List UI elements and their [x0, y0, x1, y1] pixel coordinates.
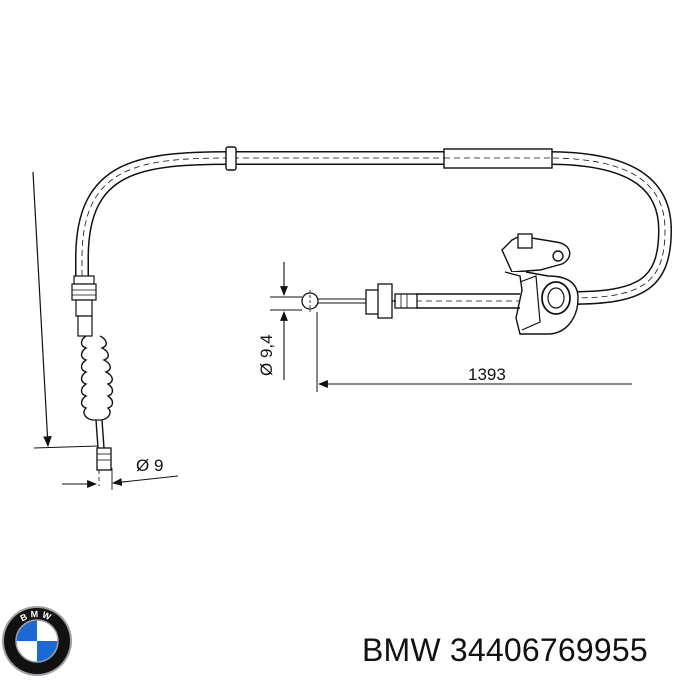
inner-cable-right	[416, 293, 520, 309]
part-number: 34406769955	[449, 632, 648, 668]
left-end-fitting	[71, 275, 97, 337]
dimension-label-1393: 1393	[468, 365, 506, 384]
rubber-boot	[80, 335, 114, 421]
svg-text:BMW: BMW	[19, 609, 56, 624]
bmw-logo: BMW	[2, 606, 72, 676]
mounting-bracket	[501, 233, 579, 335]
dimension-length-1393: 1393	[316, 312, 632, 392]
cable-connector	[301, 283, 418, 319]
cable-sleeve	[225, 146, 553, 171]
dimension-vertical-extent	[32, 171, 99, 449]
threaded-rod	[95, 419, 112, 486]
dimension-label-diameter-9-4: Ø 9,4	[257, 334, 276, 376]
dimension-label-diameter-9: Ø 9	[136, 456, 163, 475]
dimension-diameter-9: Ø 9	[62, 456, 179, 490]
part-caption: BMW 34406769955	[362, 632, 648, 669]
cable-sheath	[75, 151, 673, 305]
dimension-diameter-9-4: Ø 9,4	[257, 262, 302, 380]
logo-letters: BMW	[19, 609, 53, 624]
brand-name: BMW	[362, 632, 441, 668]
